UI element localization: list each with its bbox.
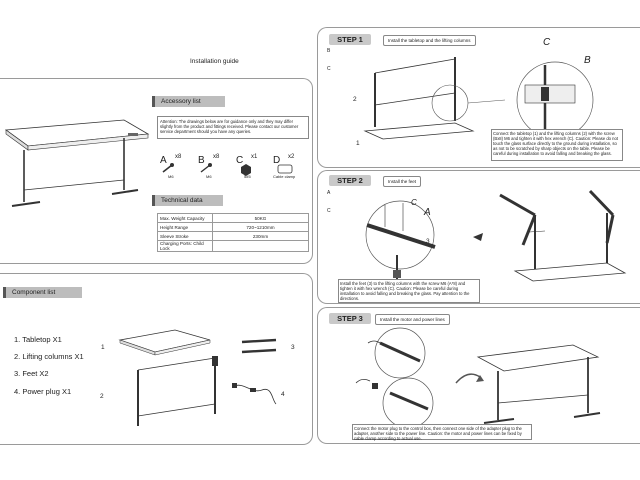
step-1-hardware: B C	[327, 48, 331, 72]
step-1-label-c: C	[543, 37, 551, 48]
callout-3: 3	[291, 344, 295, 351]
component-item: 1. Tabletop X1	[14, 335, 62, 344]
screw-icon	[162, 163, 174, 173]
step-1-subtitle: Install the tabletop and the lifting col…	[383, 35, 476, 46]
step-1-tag: STEP 1	[329, 34, 371, 45]
step-2-label-3: 3	[426, 238, 430, 245]
step-1-note: Connect the tabletop (1) and the lifting…	[491, 129, 623, 161]
component-item: 3. Feet X2	[14, 369, 49, 378]
component-item: 2. Lifting columns X1	[14, 352, 84, 361]
step-1-illustration	[363, 57, 594, 140]
accessory-c: C x1 5#5	[236, 154, 258, 179]
step-3-note: Connect the motor plug to the control bo…	[352, 424, 532, 441]
step-2-hardware: A C	[327, 190, 331, 214]
accessory-d: D x2 Cable clamp	[273, 154, 296, 179]
desk-illustration	[4, 119, 150, 207]
step-3-tag: STEP 3	[329, 313, 371, 324]
hex-wrench-icon	[241, 164, 251, 176]
step-1-label-2: 2	[353, 96, 357, 103]
attention-note: Attention: The drawings below are for gu…	[157, 116, 309, 139]
step-3-subtitle: Install the motor and power lines	[375, 314, 450, 325]
component-tabletop-drawing	[118, 329, 211, 356]
accessory-a: A x8 M6	[160, 154, 182, 179]
table-row: Charging Ports: Child Lock	[157, 240, 309, 252]
component-list-title: Component list	[3, 287, 82, 298]
callout-1: 1	[101, 344, 105, 351]
step-2-note: Install the feet (3) to the lifting colu…	[338, 279, 480, 303]
component-feet-drawing	[241, 338, 277, 354]
cable-clamp-icon	[277, 164, 293, 174]
accessory-list-title: Accessory list	[152, 96, 225, 107]
step-1-label-1: 1	[356, 140, 360, 147]
installation-guide-title: Installation guide	[190, 58, 239, 65]
screw-icon	[200, 163, 212, 173]
step-2-label-c: C	[411, 198, 417, 207]
component-list-panel	[0, 273, 313, 445]
callout-4: 4	[281, 391, 285, 398]
component-power-plug-drawing	[232, 383, 277, 405]
step-2-label-a: A	[424, 207, 431, 218]
component-frame-drawing	[137, 356, 218, 426]
technical-data-title: Technical data	[152, 195, 223, 206]
step-1-label-b: B	[584, 55, 591, 66]
step-2-tag: STEP 2	[329, 175, 371, 186]
step-2-subtitle: Install the feet	[383, 176, 422, 187]
step-2-illustration	[365, 189, 627, 282]
component-item: 4. Power plug X1	[14, 387, 72, 396]
step-3-illustration	[355, 327, 601, 429]
callout-2: 2	[100, 393, 104, 400]
accessory-b: B x8 M6	[198, 154, 220, 179]
